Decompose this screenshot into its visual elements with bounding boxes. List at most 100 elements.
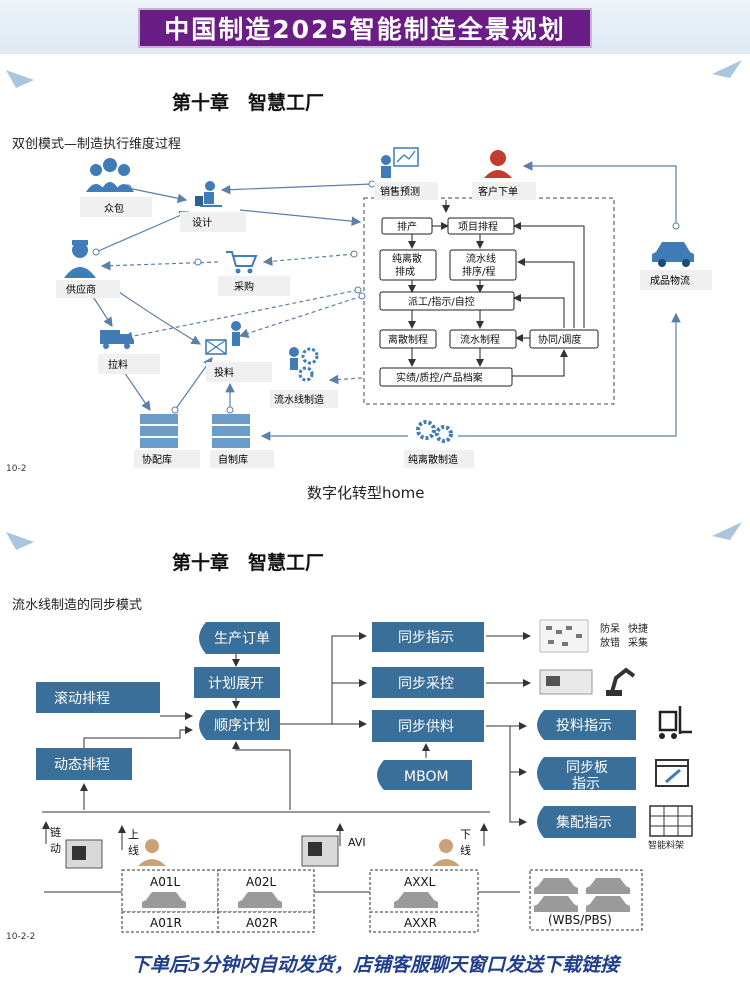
label-sequence-plan: 顺序计划 <box>214 718 270 734</box>
label-offline-l2: 线 <box>460 843 471 857</box>
step-line-control: 流水制程 <box>460 333 500 346</box>
step-discrete-schedule-l2: 排成 <box>395 265 415 278</box>
paper-plane-icon <box>712 60 742 78</box>
label-kit-instruction: 集配指示 <box>556 814 612 831</box>
label-rolling-schedule: 滚动排程 <box>54 690 110 707</box>
label-dynamic-schedule: 动态排程 <box>54 757 110 773</box>
dynamic-schedule-box <box>36 748 132 780</box>
machine-robot-icon <box>539 667 636 696</box>
label-error-proof: 放错 <box>600 636 620 649</box>
step-discrete-control: 离散制程 <box>388 333 428 346</box>
label-sync-supply: 同步供料 <box>398 719 454 735</box>
node-supplier: 供应商 <box>66 283 96 296</box>
label-sync-board-l1: 同步板 <box>566 760 608 776</box>
step-coordination: 协同/调度 <box>538 333 581 346</box>
sync-supply-box <box>372 710 484 742</box>
station-a02r: A02R <box>246 916 278 930</box>
node-self-store: 自制库 <box>218 453 248 466</box>
plan-expand-box <box>194 667 280 698</box>
node-sales-forecast: 销售预测 <box>380 185 420 198</box>
chapter-title-1: 第十章 智慧工厂 <box>172 92 325 114</box>
worker-cart-icon <box>205 321 241 355</box>
label-sync-instruction: 同步指示 <box>398 630 454 646</box>
supplier-icon <box>64 240 96 278</box>
label-avi: AVI <box>348 836 366 849</box>
station-axxr: AXXR <box>404 916 437 930</box>
banner-title: 中国制造2025智能制造全景规划 <box>164 15 566 44</box>
diagram1-canvas: 众包 设计 销售预测 客户下单 供应商 采购 成品物流 <box>6 60 742 468</box>
label-sync-collect: 同步采控 <box>398 676 454 692</box>
gears-icon <box>416 420 453 443</box>
node-discrete: 纯离散制造 <box>408 453 458 466</box>
chapter-title-2: 第十章 智慧工厂 <box>172 552 325 574</box>
kit-instruction-box <box>537 806 636 838</box>
footer-notice: 下单后5分钟内自动发货，店铺客服聊天窗口发送下载链接 <box>130 954 620 976</box>
label-smart-rack: 智能料架 <box>648 839 684 851</box>
label-feed-instruction: 投料指示 <box>556 718 612 734</box>
label-wbs-pbs: (WBS/PBS) <box>548 913 612 927</box>
node-flowline: 流水线制造 <box>274 393 324 406</box>
paper-plane-icon <box>6 70 34 88</box>
mbom-box <box>377 760 472 790</box>
chart-board-icon <box>381 147 419 178</box>
machine-icon <box>301 835 339 867</box>
crowd-icon <box>86 158 134 192</box>
forklift-icon <box>658 706 692 739</box>
sync-board-box <box>537 757 636 790</box>
sync-instruction-box <box>372 622 484 652</box>
label-online-l2: 线 <box>128 843 139 857</box>
storage-icon-coop <box>140 414 178 448</box>
car-icons <box>142 878 630 912</box>
node-pull: 拉料 <box>108 358 128 371</box>
sync-collect-box <box>372 667 484 698</box>
top-banner: 中国制造2025智能制造全景规划 <box>0 0 750 54</box>
car-icon <box>652 242 694 267</box>
label-foolproof: 防呆 <box>600 622 620 635</box>
station-a01l: A01L <box>150 875 180 889</box>
label-production-order: 生产订单 <box>214 631 270 647</box>
node-customer-order: 客户下单 <box>478 185 518 198</box>
settings-screen-icon <box>655 759 689 787</box>
machine-icon <box>65 839 103 869</box>
step-discrete-schedule-l1: 纯离散 <box>392 252 422 265</box>
person-icon <box>138 839 166 866</box>
rolling-schedule-box <box>36 682 160 713</box>
station-a02l: A02L <box>246 875 276 889</box>
paper-plane-icon <box>712 522 742 540</box>
diagram2-canvas: 生产订单 计划展开 顺序计划 滚动排程 动态排程 同步指示 同步采控 同步供料 … <box>6 522 742 933</box>
cart-icon <box>226 251 258 274</box>
station-axxl: AXXL <box>404 875 436 889</box>
step-dispatch: 派工/指示/自控 <box>408 295 475 308</box>
step-scheduling: 排产 <box>397 220 417 233</box>
designer-icon <box>195 181 222 207</box>
storage-icon-self <box>212 414 250 448</box>
paper-plane-icon <box>6 532 34 550</box>
label-chain-l2: 动 <box>50 842 61 855</box>
diagram2-subtitle: 流水线制造的同步模式 <box>12 598 143 613</box>
process-region <box>363 197 615 405</box>
production-order-box <box>199 622 280 654</box>
node-logistics: 成品物流 <box>650 274 690 287</box>
label-plan-expand: 计划展开 <box>208 676 264 692</box>
page-number-1: 10-2 <box>6 464 27 474</box>
label-mbom: MBOM <box>404 769 449 785</box>
page-number-2: 10-2-2 <box>6 932 36 942</box>
label-online-l1: 上 <box>128 828 139 841</box>
truck-icon <box>100 330 134 349</box>
step-project-scheduling: 项目排程 <box>458 220 498 233</box>
label-quick-pick: 快捷 <box>628 622 648 635</box>
label-collect: 采集 <box>628 636 648 649</box>
step-line-schedule-l2: 排序/程 <box>462 265 495 278</box>
smart-rack-icon <box>649 805 693 837</box>
node-feed: 投料 <box>214 366 234 379</box>
gears-worker-icon <box>289 347 319 382</box>
banner-title-box: 中国制造2025智能制造全景规划 <box>138 8 592 48</box>
node-crowd: 众包 <box>104 202 124 215</box>
diagram1-subtitle: 双创模式—制造执行维度过程 <box>12 137 182 152</box>
node-design: 设计 <box>192 216 212 229</box>
feed-instruction-box <box>537 710 636 740</box>
sequence-plan-box <box>199 710 280 740</box>
node-coop-store: 协配库 <box>142 453 172 466</box>
customer-icon <box>484 150 512 178</box>
diagram1-caption: 数字化转型home <box>307 484 425 502</box>
